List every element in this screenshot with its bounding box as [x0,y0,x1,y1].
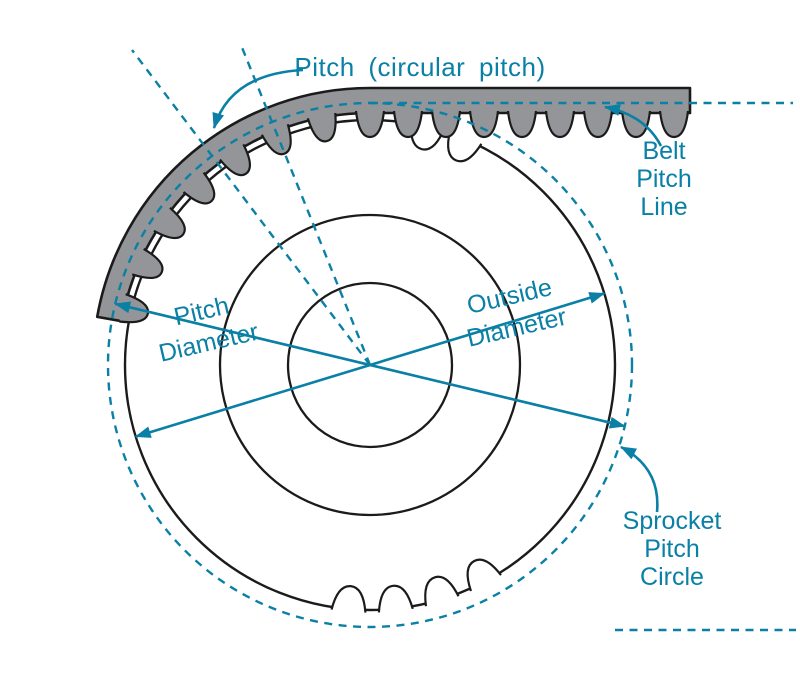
svg-text:Line: Line [640,193,687,221]
belt-tooth [582,109,614,139]
belt-pitch-line-callout-arrow [604,104,663,147]
svg-text:Pitch: Pitch [636,165,692,193]
belt-tooth [544,109,576,139]
dimension-arrows [114,68,663,513]
pitch-callout-arrow [212,68,304,129]
outside-diameter-arrow [134,292,606,438]
svg-text:Sprocket: Sprocket [623,507,722,535]
labels: Pitch (circular pitch) Belt Pitch Line P… [156,52,722,591]
belt-tooth [658,109,690,139]
sprocket-pitch-circle-callout-arrow [620,445,659,513]
pitch-label: Pitch (circular pitch) [294,52,545,82]
svg-text:Circle: Circle [640,563,704,591]
belt-pitch-line-label: Belt Pitch Line [636,137,692,221]
belt-tooth [506,109,538,139]
svg-text:Belt: Belt [642,137,685,165]
sprocket-pitch-circle-label: Sprocket Pitch Circle [623,507,722,591]
svg-text:Pitch: Pitch [644,535,700,563]
